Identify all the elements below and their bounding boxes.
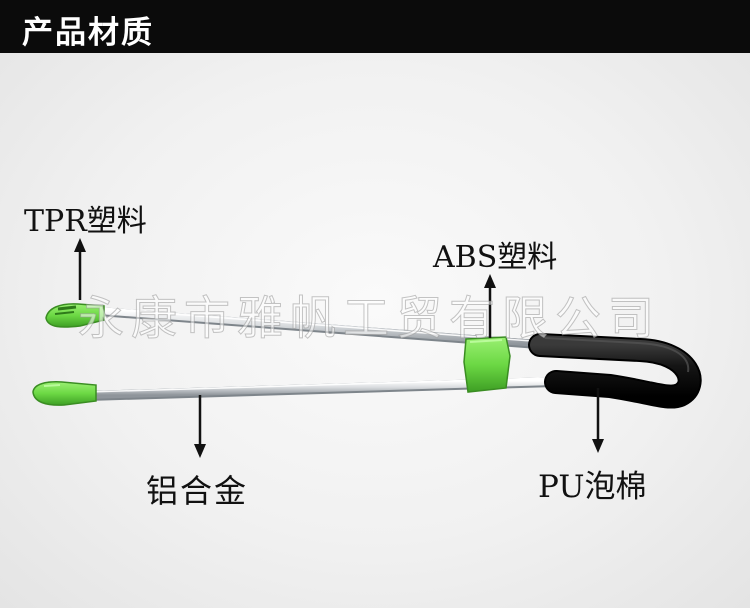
label-aluminum-alloy: 铝合金	[146, 472, 249, 510]
arrow-aluminum-icon	[194, 395, 206, 458]
pu-foam-handle	[528, 333, 702, 409]
label-abs-plastic: ABS塑料	[433, 240, 558, 275]
arrow-abs-icon	[484, 274, 496, 338]
label-pu-foam: PU泡棉	[538, 469, 647, 505]
tpr-lower-tip	[32, 381, 97, 406]
company-watermark: 永康市雅帆工贸有限公司	[78, 291, 661, 346]
header-bar: 产品材质	[0, 0, 750, 53]
abs-slider-sleeve	[463, 336, 511, 393]
arrow-tpr-icon	[74, 238, 86, 300]
arrow-pu-icon	[592, 388, 604, 453]
tpr-upper-tip	[45, 303, 105, 328]
page-title: 产品材质	[22, 15, 154, 51]
label-tpr-plastic: TPR塑料	[24, 204, 147, 239]
